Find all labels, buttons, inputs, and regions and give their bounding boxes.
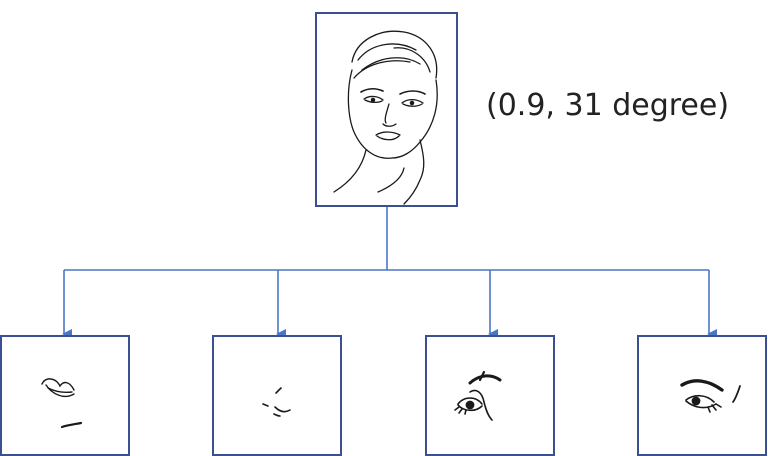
child-node-lips bbox=[0, 335, 130, 456]
child-node-right-eye bbox=[637, 335, 767, 456]
connectors bbox=[62, 206, 717, 339]
child-box bbox=[0, 335, 130, 456]
nose-sketch-icon bbox=[262, 387, 291, 417]
child-box bbox=[425, 335, 555, 456]
rotation-annotation: (0.9, 31 degree) bbox=[486, 88, 730, 123]
right-eye-sketch-icon bbox=[680, 379, 741, 413]
face-sketch-icon bbox=[333, 30, 438, 205]
child-box bbox=[212, 335, 342, 456]
child-node-left-eye bbox=[425, 335, 555, 456]
left-eye-sketch-icon bbox=[454, 370, 502, 421]
lips-sketch-icon bbox=[41, 378, 83, 429]
root-box bbox=[315, 12, 458, 207]
root-node bbox=[315, 12, 458, 207]
child-node-nose bbox=[212, 335, 342, 456]
